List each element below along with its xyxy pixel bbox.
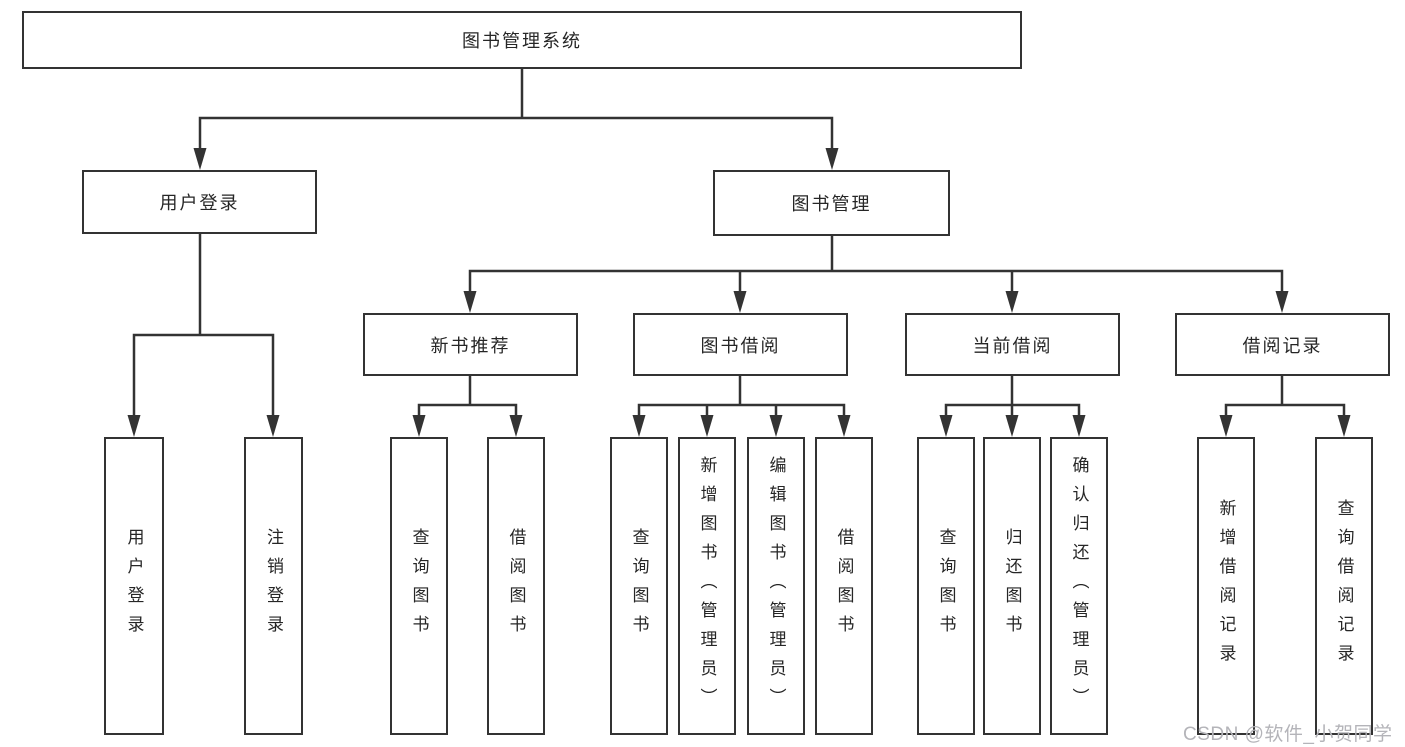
leaf-add-books-admin: 新增图书（管理员） bbox=[678, 437, 736, 735]
leaf-query-books-recommend: 查询图书 bbox=[390, 437, 448, 735]
leaf-logout: 注销登录 bbox=[244, 437, 303, 735]
leaf-borrow-books-borrowing: 借阅图书 bbox=[815, 437, 873, 735]
node-book-borrowing: 图书借阅 bbox=[633, 313, 848, 376]
leaf-add-borrow-record: 新增借阅记录 bbox=[1197, 437, 1255, 735]
leaf-query-books-borrowing: 查询图书 bbox=[610, 437, 668, 735]
node-current-borrowing: 当前借阅 bbox=[905, 313, 1120, 376]
node-book-management: 图书管理 bbox=[713, 170, 950, 236]
leaf-borrow-books-recommend: 借阅图书 bbox=[487, 437, 545, 735]
node-borrowing-records: 借阅记录 bbox=[1175, 313, 1390, 376]
leaf-return-books: 归还图书 bbox=[983, 437, 1041, 735]
leaf-query-borrow-record: 查询借阅记录 bbox=[1315, 437, 1373, 735]
node-new-book-recommendation: 新书推荐 bbox=[363, 313, 578, 376]
node-library-management-system: 图书管理系统 bbox=[22, 11, 1022, 69]
node-user-login: 用户登录 bbox=[82, 170, 317, 234]
leaf-edit-books-admin: 编辑图书（管理员） bbox=[747, 437, 805, 735]
leaf-confirm-return-admin: 确认归还（管理员） bbox=[1050, 437, 1108, 735]
csdn-watermark: CSDN @软件_小贺同学 bbox=[1183, 724, 1393, 745]
leaf-query-books-current: 查询图书 bbox=[917, 437, 975, 735]
leaf-user-login: 用户登录 bbox=[104, 437, 164, 735]
